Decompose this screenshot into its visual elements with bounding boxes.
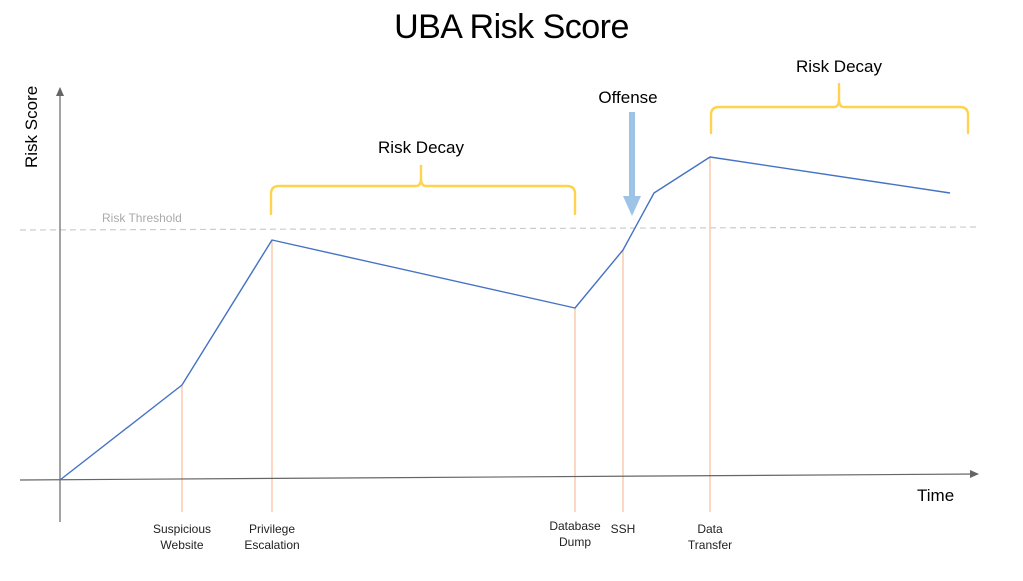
y-axis-label: Risk Score <box>22 85 41 168</box>
offense-label: Offense <box>598 88 658 107</box>
event-label-privilege-escalation: Privilege Escalation <box>244 521 299 553</box>
event-label-line2: Website <box>160 538 204 552</box>
event-label-line2: Dump <box>558 535 591 549</box>
offense-arrow-icon <box>623 112 641 216</box>
event-label-line1: Data <box>697 522 723 536</box>
event-label-line2: Escalation <box>244 538 300 552</box>
risk-threshold-label: Risk Threshold <box>102 211 182 225</box>
event-label-line1: SSH <box>610 522 636 536</box>
risk-decay-bracket-2 <box>709 83 970 135</box>
event-label-line1: Database <box>549 519 601 533</box>
event-label-line2: Transfer <box>687 538 733 552</box>
chart-title: UBA Risk Score <box>394 8 629 46</box>
risk-decay-label-2: Risk Decay <box>796 57 882 76</box>
risk-decay-bracket-1 <box>269 165 577 216</box>
risk-score-curve <box>59 156 951 481</box>
event-label-database-dump: Database Dump <box>549 518 600 550</box>
event-label-ssh: SSH <box>611 521 636 537</box>
event-label-line1: Privilege <box>248 522 296 536</box>
x-axis <box>19 470 979 481</box>
x-axis-label: Time <box>917 486 955 505</box>
risk-threshold-line <box>19 226 979 231</box>
event-label-line1: Suspicious <box>152 522 212 536</box>
risk-decay-label-1: Risk Decay <box>378 138 464 157</box>
event-label-data-transfer: Data Transfer <box>688 521 732 553</box>
event-label-suspicious-website: Suspicious Website <box>153 521 211 553</box>
event-markers <box>181 157 711 512</box>
